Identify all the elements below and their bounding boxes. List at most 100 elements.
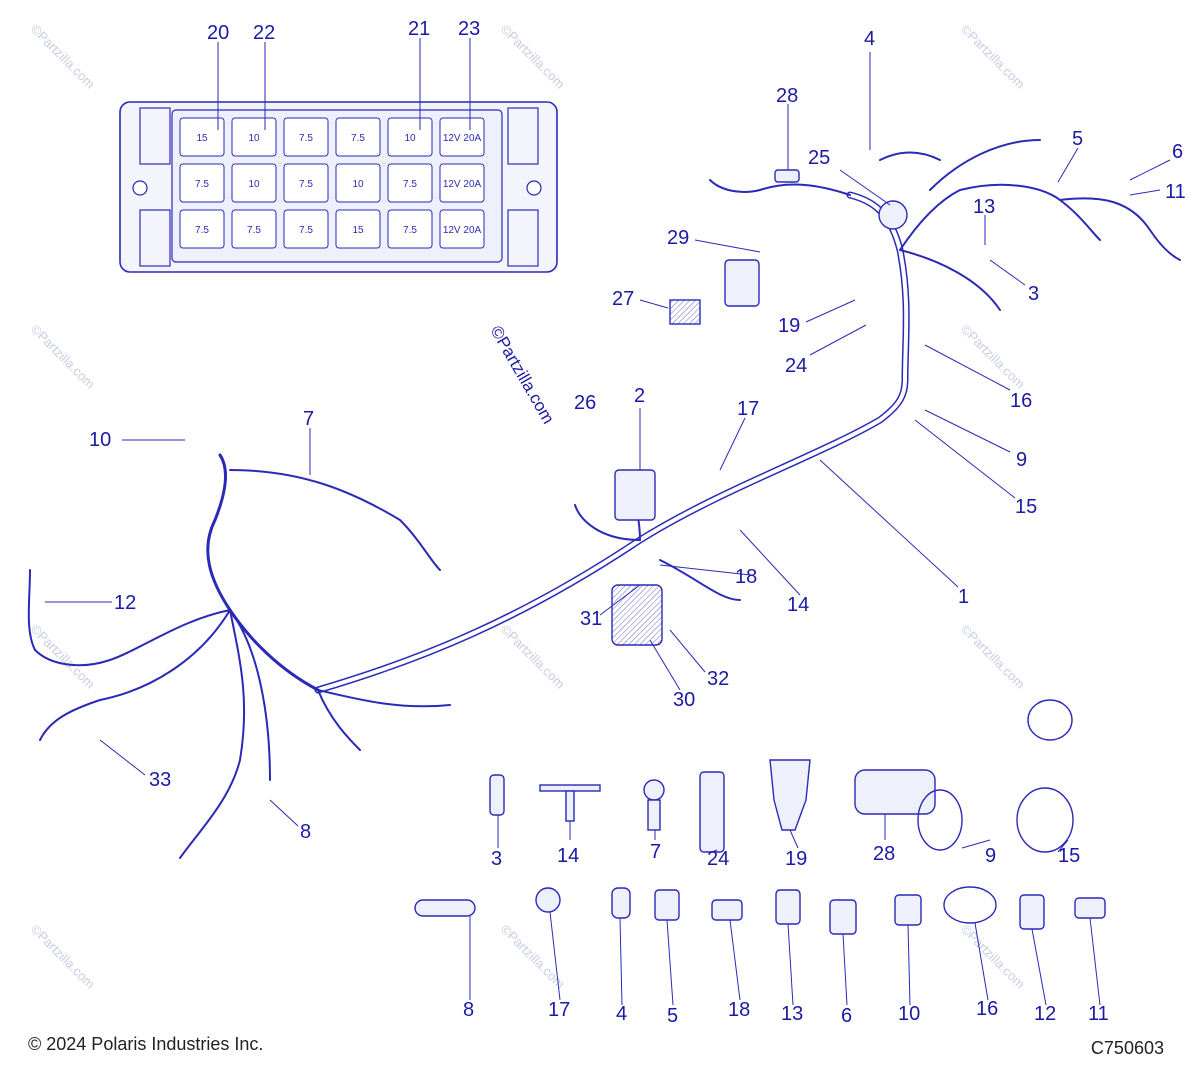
watermark: ©Partzilla.com xyxy=(958,22,1028,92)
callout-32: 32 xyxy=(707,668,729,690)
callout-17: 17 xyxy=(737,398,759,420)
figure-code: C750603 xyxy=(1090,1038,1164,1058)
clip-part-5 xyxy=(654,889,680,921)
fuse-slot xyxy=(439,117,485,157)
watermark-main: ©Partzilla.com xyxy=(487,323,558,428)
fuse-rating: 7.5 xyxy=(195,225,209,236)
callout-9: 9 xyxy=(1016,449,1027,471)
relay-label: 12V 20A xyxy=(443,179,482,190)
fuse-slot xyxy=(387,209,433,249)
copyright-notice: © 2024 Polaris Industries Inc. xyxy=(28,1034,264,1054)
clip-part-6 xyxy=(829,899,857,935)
callout-2: 2 xyxy=(634,385,645,407)
watermark: ©Partzilla.com xyxy=(498,622,568,692)
fuse-slot xyxy=(335,117,381,157)
callout-14: 14 xyxy=(787,594,809,616)
clamp-part-15 xyxy=(1016,787,1074,853)
callout-3: 3 xyxy=(1028,283,1039,305)
watermark: ©Partzilla.com xyxy=(958,922,1028,992)
callout-24: 24 xyxy=(785,355,807,377)
clamp-part-16 xyxy=(943,886,997,924)
callout-23: 23 xyxy=(458,18,480,40)
callout-28: 28 xyxy=(776,85,798,107)
fuse-rating: 7.5 xyxy=(299,133,313,144)
clip-part-11 xyxy=(1074,897,1106,919)
callout-22: 22 xyxy=(253,22,275,44)
fuse-slot xyxy=(231,163,277,203)
callout-16: 16 xyxy=(1010,390,1032,412)
main-harness xyxy=(27,139,1181,859)
watermark: ©Partzilla.com xyxy=(958,622,1028,692)
callout-7: 7 xyxy=(303,408,314,430)
fuse-rating: 7.5 xyxy=(299,225,313,236)
fuse-rating: 7.5 xyxy=(195,179,209,190)
part-label-16: 16 xyxy=(976,998,998,1020)
clip-part-18 xyxy=(711,899,743,921)
ring-part-7 xyxy=(643,779,665,801)
callout-15: 15 xyxy=(1015,496,1037,518)
watermark: ©Partzilla.com xyxy=(28,22,98,92)
part-label-18: 18 xyxy=(728,999,750,1021)
callout-5: 5 xyxy=(1072,128,1083,150)
fuse-slot xyxy=(439,209,485,249)
callout-25: 25 xyxy=(808,147,830,169)
watermark: ©Partzilla.com xyxy=(498,22,568,92)
callout-21: 21 xyxy=(408,18,430,40)
fuse-rating: 7.5 xyxy=(403,179,417,190)
fuse-slot xyxy=(387,163,433,203)
fuse-slot xyxy=(335,209,381,249)
cover-part-28-small xyxy=(774,169,800,183)
clamp-part-9 xyxy=(917,789,963,851)
tie-part-14 xyxy=(539,784,601,792)
callout-1: 1 xyxy=(958,586,969,608)
strap-part-8 xyxy=(414,899,476,917)
fuse-rating: 10 xyxy=(404,133,416,144)
loose-parts xyxy=(414,169,1106,935)
callout-18: 18 xyxy=(735,566,757,588)
fuse-slot xyxy=(283,163,329,203)
relay-label: 12V 20A xyxy=(443,225,482,236)
callout-12: 12 xyxy=(114,592,136,614)
label-part-27 xyxy=(669,299,701,325)
sensor-part-4 xyxy=(611,887,631,919)
part-label-15: 15 xyxy=(1058,845,1080,867)
fuse-rating: 7.5 xyxy=(403,225,417,236)
fuse-rating: 7.5 xyxy=(247,225,261,236)
part-label-5: 5 xyxy=(667,1005,678,1027)
callout-4: 4 xyxy=(864,28,875,50)
part-label-7: 7 xyxy=(650,841,661,863)
callout-13: 13 xyxy=(973,196,995,218)
callout-33: 33 xyxy=(149,769,171,791)
connector-part-24 xyxy=(699,771,725,853)
part-label-10: 10 xyxy=(898,1003,920,1025)
fuse-slot xyxy=(335,163,381,203)
callout-20: 20 xyxy=(207,22,229,44)
part-label-14: 14 xyxy=(557,845,579,867)
fuse-rating: 15 xyxy=(196,133,208,144)
fuse-slot xyxy=(179,209,225,249)
fuse-rating: 7.5 xyxy=(299,179,313,190)
grommet-part-17 xyxy=(535,887,561,913)
callout-19: 19 xyxy=(778,315,800,337)
watermark: ©Partzilla.com xyxy=(28,922,98,992)
fuse-rating: 10 xyxy=(248,179,260,190)
callout-27: 27 xyxy=(612,288,634,310)
callout-8: 8 xyxy=(300,821,311,843)
callout-10: 10 xyxy=(89,429,111,451)
fuse-slot xyxy=(283,209,329,249)
callout-6: 6 xyxy=(1172,141,1183,163)
callout-11: 11 xyxy=(1165,181,1186,203)
clip-part-13 xyxy=(775,889,801,925)
watermark: ©Partzilla.com xyxy=(28,322,98,392)
module-part-2 xyxy=(614,469,656,521)
bracket-part-30 xyxy=(611,584,663,646)
clip-part-10 xyxy=(894,894,922,926)
fuse-slot xyxy=(231,209,277,249)
grommet-part-25 xyxy=(878,200,908,230)
clamp-top-15 xyxy=(1027,699,1073,741)
part-label-12: 12 xyxy=(1034,1003,1056,1025)
callout-29: 29 xyxy=(667,227,689,249)
fuse-slot xyxy=(179,163,225,203)
